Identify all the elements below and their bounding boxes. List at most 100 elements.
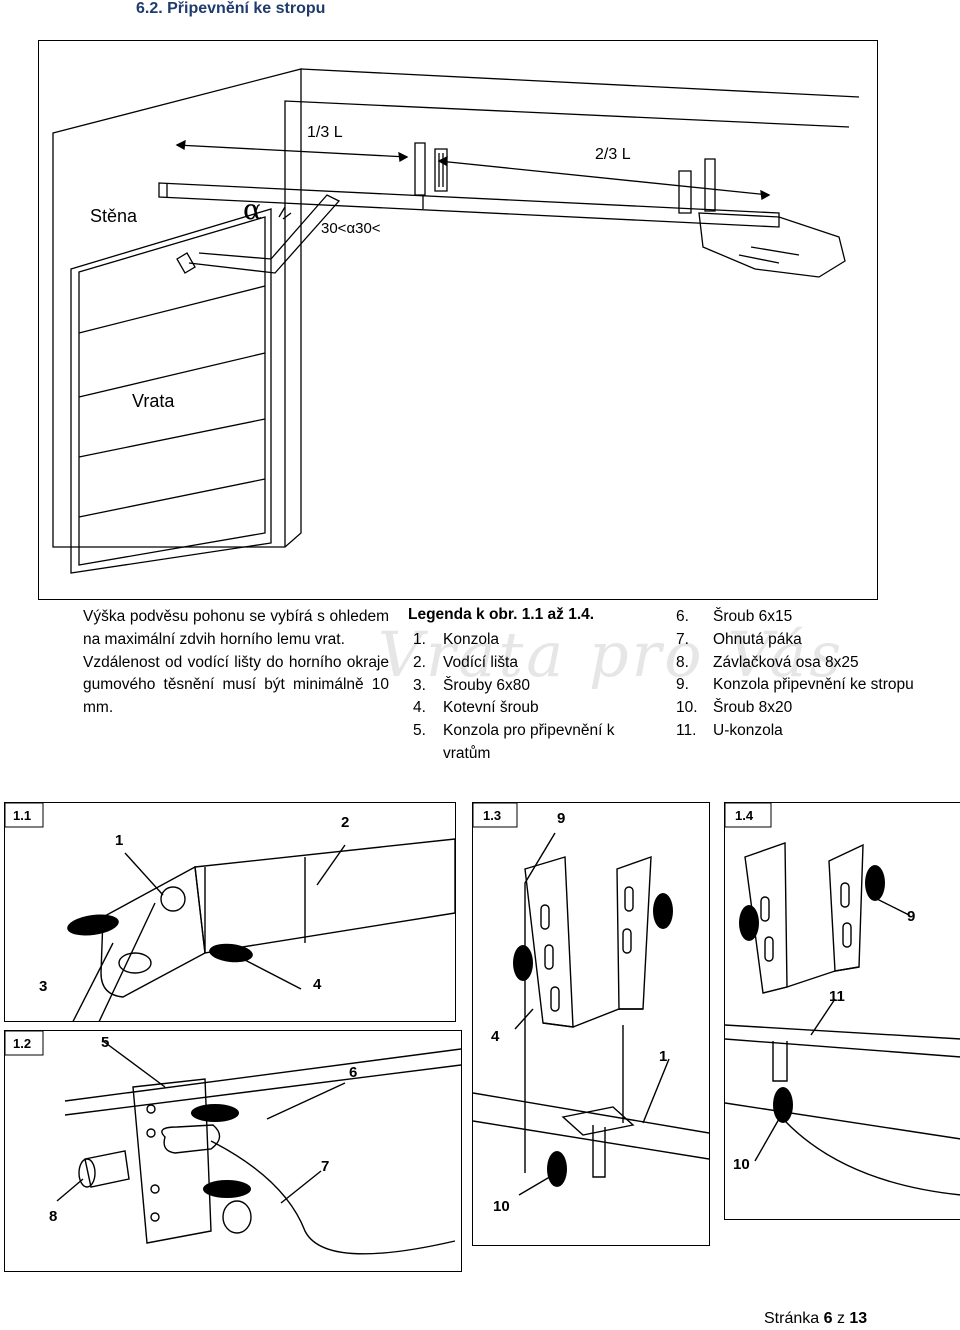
callout-8: 8: [49, 1208, 57, 1225]
legend-item-number: 6.: [676, 608, 689, 625]
callout-4: 4: [313, 976, 322, 993]
legend-item: 6. Šroub 6x15: [676, 606, 946, 629]
mounting-diagram: 1/3 L 2/3 L α 30<α30<: [52, 68, 860, 574]
bracket-body: [100, 865, 206, 998]
callout-10: 10: [733, 1156, 750, 1173]
two-thirds-label: 2/3 L: [595, 146, 631, 163]
callout-2: 2: [341, 814, 349, 831]
callout-3: 3: [39, 978, 47, 995]
note-paragraph-2: Vzdálenost od vodící lišty do horního ok…: [83, 653, 389, 717]
panel-1-2-drawing: 1.2 5 6 7 8: [5, 1031, 461, 1255]
callout-5: 5: [101, 1034, 109, 1051]
callout-6: 6: [349, 1064, 357, 1081]
panel-1-2-label: 1.2: [13, 1036, 31, 1051]
legend-item: 5. Konzola pro připevnění k vratům: [413, 720, 643, 766]
callout-9: 9: [907, 908, 915, 925]
legend-item-number: 3.: [413, 676, 426, 694]
panel-1-4-label: 1.4: [735, 808, 754, 823]
rail-section: [473, 1092, 709, 1160]
legend-item: 4. Kotevní šroub: [413, 697, 643, 720]
one-third-label: 1/3 L: [307, 124, 343, 141]
legend-item-number: 11.: [676, 721, 697, 739]
legend-item-number: 1.: [413, 631, 426, 648]
legend-item: 9. Konzola připevnění ke stropu: [676, 674, 946, 697]
rail-body: [194, 838, 455, 954]
legend-item-text: Kotevní šroub: [443, 699, 539, 717]
legend-item-number: 8.: [676, 653, 689, 671]
u-channel: [725, 1024, 960, 1058]
legend-item-number: 10.: [676, 699, 698, 717]
legend-item-text: Konzola připevnění ke stropu: [713, 676, 914, 694]
panel-1-4: 1.4 9 11 10: [724, 802, 960, 1220]
panel-1-3-drawing: 1.3 9 4 1 10: [473, 803, 709, 1215]
watermark-logo: Vrata pro Vás: [378, 618, 845, 691]
callout-1: 1: [659, 1048, 667, 1065]
callout-1: 1: [115, 832, 123, 849]
panel-1-1-drawing: 1.1 1 2 3 4: [5, 803, 455, 1021]
callout-10: 10: [493, 1198, 510, 1215]
ceiling-bracket-left: [524, 856, 574, 1028]
motor-curve: [725, 1102, 960, 1140]
footer-total: 13: [849, 1310, 868, 1327]
legend-title: Legenda k obr. 1.1 až 1.4.: [408, 606, 595, 623]
footer-prefix: Stránka: [764, 1310, 820, 1327]
callout-7: 7: [321, 1158, 329, 1175]
legend-item: 7. Ohnutá páka: [676, 629, 946, 652]
section-title: 6.2. Připevnění ke stropu: [136, 0, 326, 17]
legend-item-text: Šrouby 6x80: [443, 676, 531, 694]
legend-item-number: 9.: [676, 676, 689, 694]
page-footer: Stránka 6 z 13: [764, 1310, 867, 1328]
panel-1-3-label: 1.3: [483, 808, 501, 823]
alpha-symbol: α: [243, 193, 262, 226]
angle-range-label: 30<α30<: [321, 220, 381, 237]
door-top-edge: [64, 1048, 461, 1116]
door-outline: [70, 208, 272, 574]
legend-item-number: 2.: [413, 653, 426, 671]
ceiling-inner-edge: [284, 100, 850, 547]
legend-item: 1. Konzola: [413, 629, 643, 652]
bent-lever: [210, 1140, 456, 1255]
dim-arrow-left: [176, 144, 408, 158]
legend-list-right: 6. Šroub 6x15 7. Ohnutá páka 8. Závlačková os…: [676, 606, 946, 743]
footer-of: z: [836, 1310, 845, 1327]
panel-1-3: 1.3 9 4 1 10: [472, 802, 710, 1246]
legend-item-number: 7.: [676, 630, 689, 648]
main-figure: 1/3 L 2/3 L α 30<α30< Stěna Vrata: [38, 40, 878, 600]
panel-1-1: 1.1 1 2 3 4: [4, 802, 456, 1022]
wall-outline: [52, 68, 302, 548]
panel-1-1-label: 1.1: [13, 808, 31, 823]
installation-note: Výška podvěsu pohonu se vybírá s ohledem…: [83, 606, 389, 720]
legend-item: 3. Šrouby 6x80: [413, 675, 643, 698]
legend-item-text: U-konzola: [713, 721, 783, 739]
door-label: Vrata: [132, 391, 175, 411]
panel-1-2: 1.2 5 6 7 8: [4, 1030, 462, 1272]
door-bracket-plate: [132, 1078, 212, 1244]
callout-9: 9: [557, 810, 565, 827]
legend-item-text: Závlačková osa 8x25: [713, 653, 859, 671]
ceiling-bracket-right: [828, 843, 864, 972]
dim-arrow-right: [438, 160, 770, 196]
legend-item-text: Ohnutá páka: [713, 630, 802, 648]
ceiling-edge: [300, 68, 860, 98]
motor-head: [698, 212, 846, 278]
door-inner: [78, 216, 266, 566]
legend-item: 2. Vodící lišta: [413, 652, 643, 675]
legend-item-text: Šroub 6x15: [713, 608, 793, 625]
legend-item: 8. Závlačková osa 8x25: [676, 652, 946, 675]
legend-item-text: Vodící lišta: [443, 653, 518, 671]
legend-item-text: Šroub 8x20: [713, 699, 793, 717]
legend-item-text: Konzola: [443, 631, 500, 648]
legend-item-number: 5.: [413, 722, 426, 740]
callout-4: 4: [491, 1028, 500, 1045]
legend-item: 10. Šroub 8x20: [676, 697, 946, 720]
legend-item-number: 4.: [413, 699, 426, 717]
wall-label: Stěna: [90, 206, 138, 226]
panel-1-4-drawing: 1.4 9 11 10: [725, 803, 960, 1196]
callout-11: 11: [829, 988, 845, 1005]
legend-item-text: Konzola pro připevnění k vratům: [443, 722, 615, 762]
footer-page: 6: [823, 1310, 833, 1327]
legend-item: 11. U-konzola: [676, 720, 946, 743]
ceiling-bracket-right: [616, 855, 652, 1010]
guide-rail: [158, 182, 780, 228]
note-paragraph-1: Výška podvěsu pohonu se vybírá s ohledem…: [83, 608, 389, 648]
